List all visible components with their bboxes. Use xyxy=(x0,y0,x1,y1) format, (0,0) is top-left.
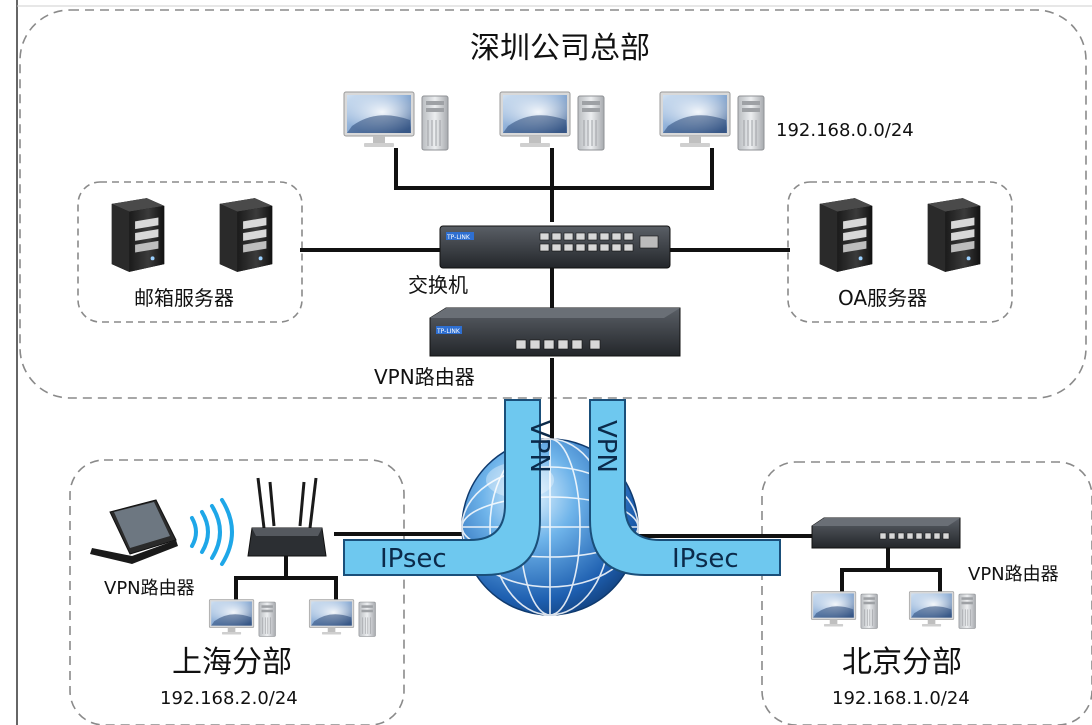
links xyxy=(234,148,942,602)
hq-subnet-label: 192.168.0.0/24 xyxy=(776,120,914,141)
oa-servers-label: OA服务器 xyxy=(838,286,927,310)
shanghai-vpn-router xyxy=(247,477,327,557)
beijing-pc-2 xyxy=(908,591,976,629)
right-tunnel-vpn-label: VPN xyxy=(591,420,621,473)
hq-pc-2 xyxy=(499,91,605,151)
vpn-tunnels: VPN VPN IPsec IPsec xyxy=(343,399,781,576)
oa-server-2 xyxy=(927,198,981,272)
beijing-vpn-router xyxy=(811,517,961,549)
hq-pc-3 xyxy=(659,91,765,151)
switch-label: 交换机 xyxy=(408,273,468,297)
router-brand-label: TP-LINK xyxy=(436,328,461,335)
beijing-subnet-label: 192.168.1.0/24 xyxy=(832,688,970,709)
mail-server-1 xyxy=(111,198,165,272)
hq-title: 深圳公司总部 xyxy=(470,31,650,66)
shanghai-vpn-router-label: VPN路由器 xyxy=(104,578,195,599)
beijing-pc-1 xyxy=(810,591,878,629)
shanghai-pc-1 xyxy=(208,599,276,637)
hq-vpn-router-label: VPN路由器 xyxy=(374,365,475,389)
right-tunnel-ipsec-label: IPsec xyxy=(672,544,739,574)
beijing-title: 北京分部 xyxy=(842,645,962,680)
wifi-icon xyxy=(190,498,234,566)
mail-server-2 xyxy=(219,198,273,272)
left-tunnel-vpn-label: VPN xyxy=(524,420,554,473)
shanghai-title: 上海分部 xyxy=(172,645,292,680)
beijing-vpn-router-label: VPN路由器 xyxy=(968,564,1059,585)
oa-server-group-box xyxy=(787,181,1013,323)
beijing-group-box xyxy=(761,461,1092,725)
mail-servers-label: 邮箱服务器 xyxy=(134,286,234,310)
hq-pc-1 xyxy=(343,91,449,151)
left-tunnel xyxy=(343,399,541,576)
shanghai-laptop xyxy=(90,499,178,564)
hq-switch: TP-LINK xyxy=(439,225,671,269)
left-tunnel-ipsec-label: IPsec xyxy=(380,544,447,574)
right-tunnel xyxy=(589,399,781,576)
shanghai-pc-2 xyxy=(308,599,376,637)
oa-server-1 xyxy=(819,198,873,272)
shanghai-subnet-label: 192.168.2.0/24 xyxy=(160,688,298,709)
switch-brand-label: TP-LINK xyxy=(446,234,471,241)
hq-vpn-router: TP-LINK xyxy=(429,307,681,357)
mail-server-group-box xyxy=(77,181,303,323)
